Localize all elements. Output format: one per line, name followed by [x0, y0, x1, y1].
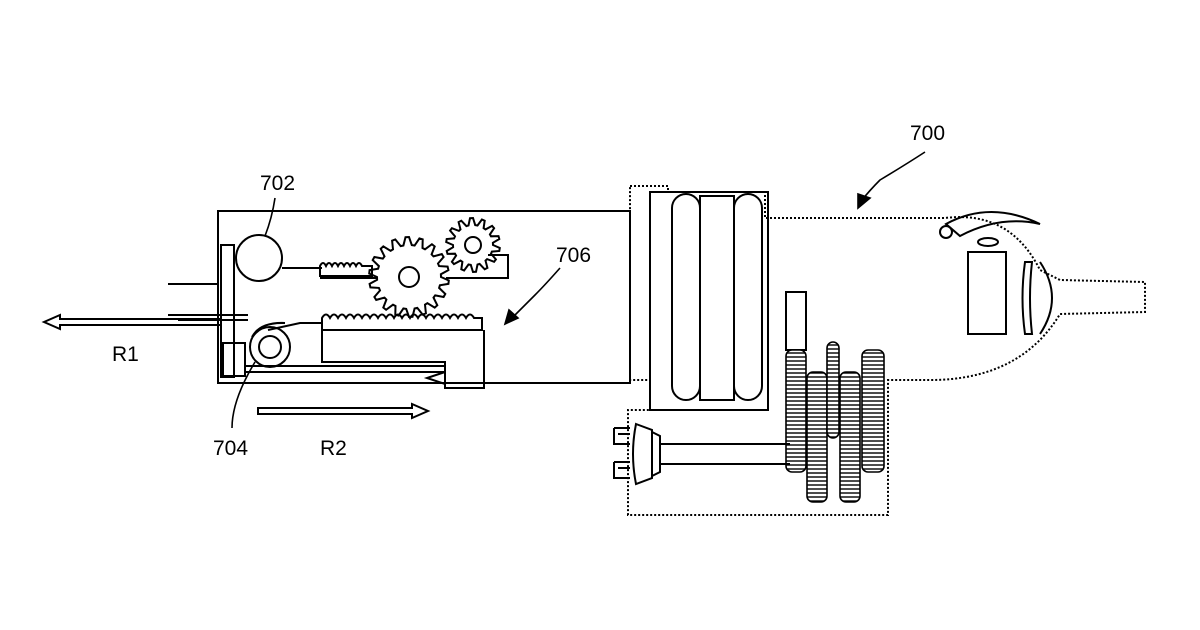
leader-702	[265, 198, 275, 236]
label-702: 702	[260, 172, 295, 195]
attachment-housing	[218, 211, 630, 383]
lower-rack-body	[322, 330, 484, 388]
coupling-inner	[652, 432, 660, 476]
leader-706-head	[505, 310, 518, 324]
trigger-pivot	[940, 226, 952, 238]
coil-left	[672, 194, 700, 400]
leader-706	[512, 268, 560, 318]
large-gear	[369, 237, 449, 317]
large-gear-teeth	[369, 237, 449, 317]
motor	[236, 235, 282, 281]
gear-column-2	[807, 372, 827, 502]
label-r2: R2	[320, 437, 347, 460]
shaft-coupling	[633, 424, 652, 484]
leader-700-head	[858, 194, 870, 208]
gear-column-3	[827, 342, 839, 438]
trigger-slot	[978, 238, 998, 246]
nozzle-seal	[1023, 262, 1033, 334]
gear-column-5	[862, 350, 884, 472]
small-gear-hub	[465, 237, 481, 253]
pulley-inner	[259, 336, 281, 358]
gear-column-1	[786, 350, 806, 472]
coil-stack	[672, 194, 762, 400]
battery-block	[968, 252, 1006, 334]
trigger-hook	[946, 212, 1040, 236]
gear-column-4	[840, 372, 860, 502]
gear-train	[786, 342, 884, 502]
coil-mid	[700, 196, 734, 400]
device-housing	[628, 186, 1145, 515]
small-gear	[446, 218, 500, 272]
label-704: 704	[213, 437, 248, 460]
small-gear-teeth	[446, 218, 500, 272]
large-gear-hub	[399, 267, 419, 287]
nozzle-seal-outer	[1040, 262, 1052, 334]
motor-housing-recess	[650, 192, 768, 410]
arrow-r1	[44, 315, 220, 329]
coil-right	[734, 194, 762, 400]
attachment-module	[168, 211, 630, 388]
label-r1: R1	[112, 343, 139, 366]
leader-700	[862, 152, 925, 200]
pulley-outer	[250, 327, 290, 367]
sensor-block	[786, 292, 806, 350]
label-706: 706	[556, 244, 591, 267]
device-body	[614, 186, 1145, 515]
arrow-r2	[258, 404, 428, 418]
label-700: 700	[910, 122, 945, 145]
upper-rack	[320, 263, 372, 276]
lower-rack	[322, 315, 482, 331]
